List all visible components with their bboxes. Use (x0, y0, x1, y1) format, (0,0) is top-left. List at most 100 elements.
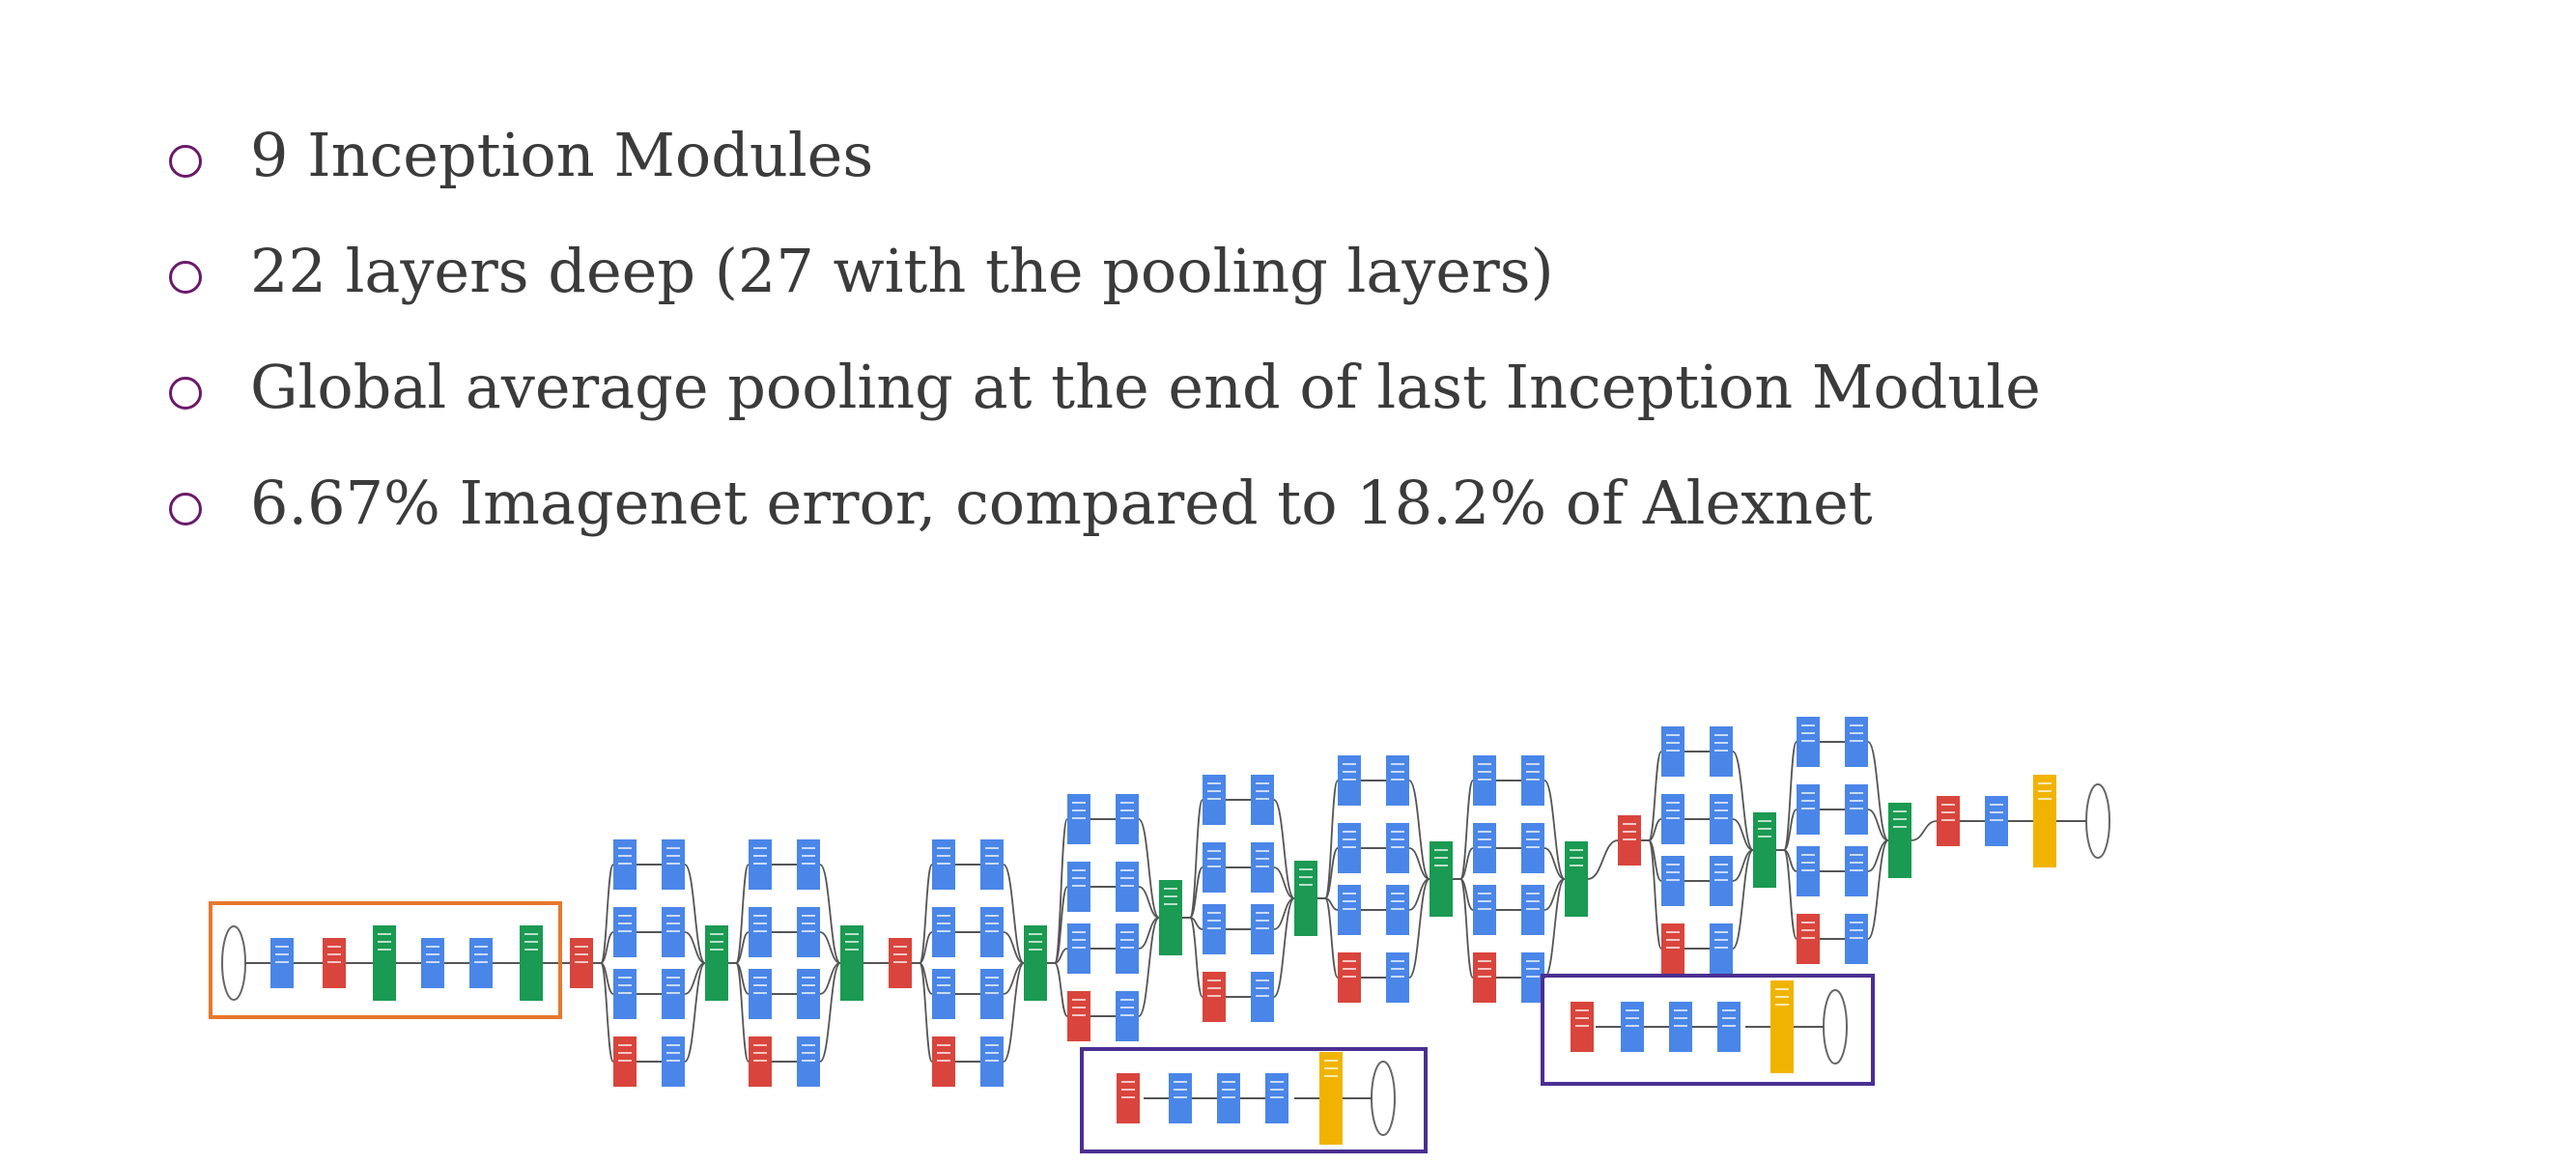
block-label-stroke (1256, 927, 1269, 929)
connection-edge (1648, 751, 1662, 841)
block-label-stroke (1072, 809, 1086, 811)
block-label-stroke (1391, 763, 1404, 765)
block-label-stroke (1207, 912, 1221, 914)
block-label-stroke (1072, 817, 1086, 819)
block-label-stroke (1714, 879, 1728, 881)
block-label-stroke (1758, 836, 1771, 838)
block-label-stroke (1478, 893, 1491, 894)
block-label-stroke (1526, 976, 1540, 978)
block-label-stroke (937, 930, 950, 932)
block-label-stroke (1850, 869, 1863, 871)
block-label-stroke (327, 953, 341, 955)
block-label-stroke (666, 977, 680, 979)
depth-concat-block (1753, 812, 1776, 888)
block-label-stroke (937, 855, 950, 857)
connection-edge (1273, 897, 1295, 998)
connection-edge (1189, 866, 1203, 919)
block-label-stroke (1801, 854, 1815, 856)
block-label-stroke (845, 941, 859, 943)
connection-edge (684, 962, 706, 1063)
connection-edge (1783, 849, 1798, 940)
block-label-stroke (1478, 771, 1491, 773)
connection-edge (1003, 931, 1025, 964)
connection-edge (819, 931, 841, 964)
block-label-stroke (937, 977, 950, 979)
connection-edge (1138, 886, 1160, 919)
block-label-stroke (1207, 850, 1221, 852)
block-label-stroke (1570, 857, 1583, 859)
block-label-stroke (1801, 800, 1815, 802)
block-label-stroke (1478, 846, 1491, 848)
block-label-stroke (1343, 908, 1356, 910)
block-label-stroke (802, 863, 815, 865)
block-label-stroke (1526, 838, 1540, 840)
block-label-stroke (1256, 850, 1269, 852)
block-label-stroke (1343, 831, 1356, 833)
connection-edge (819, 864, 841, 964)
block-label-stroke (378, 941, 391, 943)
connection-edge (1054, 886, 1068, 964)
connection-edge (1648, 818, 1662, 841)
block-label-stroke (1207, 866, 1221, 867)
block-label-stroke (1758, 828, 1771, 830)
connection-edge (919, 864, 933, 964)
block-label-stroke (1391, 846, 1404, 848)
connection-edge (1003, 962, 1025, 1063)
block-label-stroke (1072, 1014, 1086, 1016)
block-label-stroke (1299, 884, 1313, 886)
block-label-stroke (1893, 810, 1907, 812)
input-oval (221, 925, 246, 1001)
block-label-stroke (1391, 968, 1404, 970)
connection-edge (1543, 847, 1566, 880)
block-label-stroke (666, 984, 680, 986)
block-label-stroke (1270, 1096, 1284, 1098)
connection-edge (1324, 897, 1339, 979)
block-label-stroke (575, 946, 588, 948)
block-label-stroke (666, 847, 680, 849)
block-label-stroke (1722, 1017, 1736, 1019)
block-label-stroke (1623, 838, 1636, 840)
block-label-stroke (753, 1044, 767, 1046)
block-label-stroke (1666, 947, 1680, 949)
block-label-stroke (1801, 740, 1815, 742)
block-label-stroke (575, 953, 588, 955)
block-label-stroke (1775, 988, 1789, 990)
connection-edge (919, 962, 933, 1063)
block-label-stroke (1174, 1096, 1187, 1098)
block-label-stroke (1801, 929, 1815, 931)
block-label-stroke (937, 847, 950, 849)
block-label-stroke (1391, 779, 1404, 781)
block-label-stroke (1072, 885, 1086, 887)
block-label-stroke (1256, 995, 1269, 997)
block-label-stroke (1722, 1009, 1736, 1011)
block-label-stroke (1526, 831, 1540, 833)
output-oval (2085, 783, 2110, 859)
block-label-stroke (1391, 976, 1404, 978)
block-label-stroke (1850, 937, 1863, 939)
block-label-stroke (1775, 996, 1789, 998)
block-label-stroke (1207, 798, 1221, 800)
block-label-stroke (1270, 1081, 1284, 1083)
depth-concat-block (520, 925, 543, 1001)
block-label-stroke (1626, 1009, 1639, 1011)
block-label-stroke (1478, 908, 1491, 910)
block-label-stroke (1666, 809, 1680, 811)
block-label-stroke (985, 984, 999, 986)
block-label-stroke (1714, 871, 1728, 873)
depth-concat-block (373, 925, 396, 1001)
connection-edge (1408, 780, 1430, 880)
block-label-stroke (1666, 931, 1680, 933)
block-label-stroke (937, 923, 950, 924)
block-label-stroke (378, 933, 391, 935)
connection-edge (1273, 866, 1295, 899)
softmax-block (1319, 1052, 1343, 1145)
block-label-stroke (1164, 888, 1177, 890)
block-label-stroke (1343, 779, 1356, 781)
block-label-stroke (1626, 1017, 1639, 1019)
block-label-stroke (710, 949, 723, 951)
block-label-stroke (618, 984, 632, 986)
block-label-stroke (1526, 893, 1540, 894)
block-label-stroke (1256, 866, 1269, 867)
block-label-stroke (937, 1044, 950, 1046)
block-label-stroke (1801, 808, 1815, 809)
